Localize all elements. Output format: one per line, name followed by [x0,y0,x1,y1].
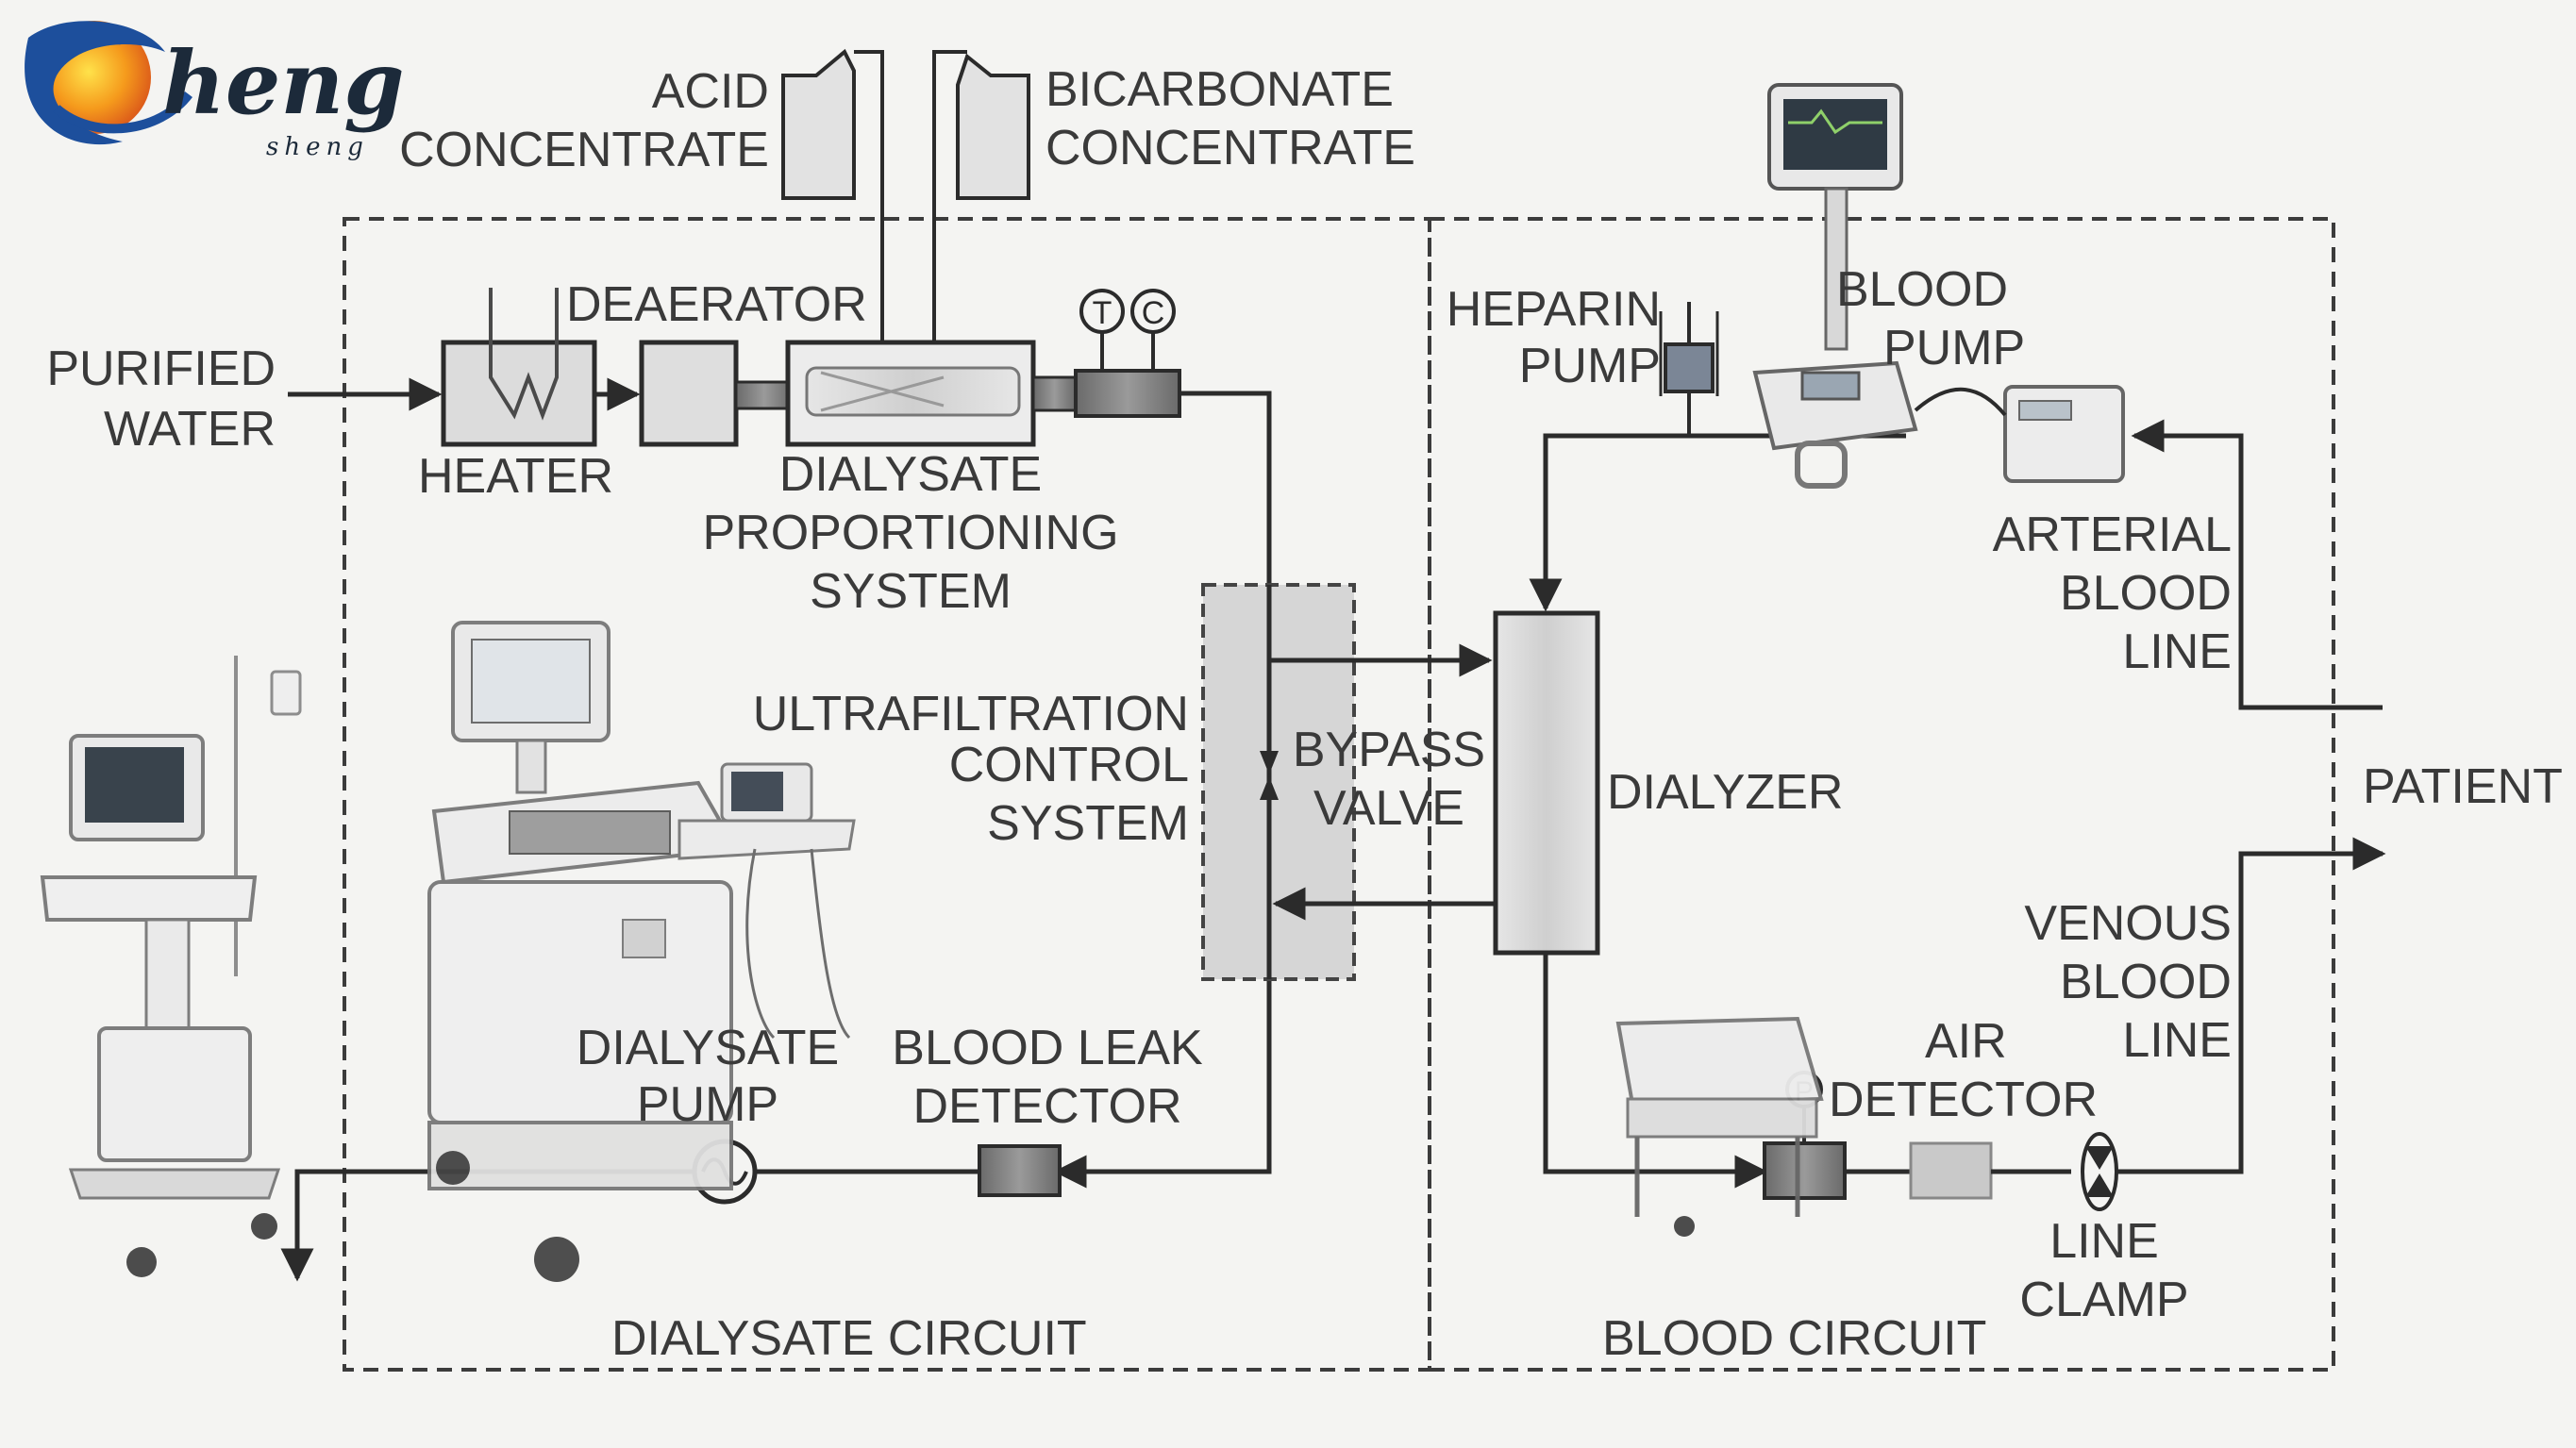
label-blood-pump-line1: BLOOD [1836,262,2009,317]
label-heater: HEATER [418,449,614,504]
label-blood-leak-line2: DETECTOR [912,1079,1182,1134]
blood-leak-detector-unit [978,1144,1062,1197]
label-blood-circuit: BLOOD CIRCUIT [1602,1311,1987,1366]
label-arterial-line1: ARTERIAL [1992,508,2232,562]
label-dialysate-pump-line2: PUMP [636,1077,779,1132]
label-bypass-line1: BYPASS [1292,723,1486,777]
label-line-clamp-line1: LINE [2049,1214,2159,1269]
mobile-cart-illustration [40,656,302,1277]
label-heparin-line2: PUMP [1518,339,1661,393]
label-venous-line1: VENOUS [2024,896,2232,951]
label-air-detector-line1: AIR [1925,1014,2007,1069]
company-logo [25,21,192,145]
proportioning-system-unit [785,340,1078,447]
label-purified-water-line2: WATER [104,402,276,457]
label-ultrafiltration-line3: SYSTEM [987,796,1189,851]
temperature-conductivity-sensor: T C [1074,289,1181,418]
label-heparin-line1: HEPARIN [1446,282,1661,337]
line-clamp-icon [2081,1132,2118,1211]
label-dialysate-pump-line1: DIALYSATE [576,1021,840,1075]
label-bypass-line2: VALVE [1313,781,1464,836]
label-deaerator: DEAERATOR [566,277,867,332]
air-detector-unit [1909,1141,1993,1200]
bicarbonate-concentrate-container [932,50,1030,349]
heater-unit [441,288,597,447]
label-dialysate-circuit: DIALYSATE CIRCUIT [611,1311,1087,1366]
label-acid-line1: ACID [651,64,769,119]
conductivity-gauge-icon [1130,289,1176,334]
label-acid-line2: CONCENTRATE [399,123,769,177]
temp-gauge-letter: T [1093,295,1112,331]
label-bicarbonate-line1: BICARBONATE [1045,62,1394,117]
label-venous-line3: LINE [2122,1013,2232,1068]
logo-wordmark: heng [162,32,405,134]
heating-element-icon [489,288,559,421]
label-ultrafiltration-line2: CONTROL [948,738,1189,792]
blood-circuit-frame [1428,217,2335,1372]
acid-concentrate-container [781,48,884,349]
dialyzer-unit [1493,610,1600,956]
dialysis-machine-illustration [427,621,856,1282]
label-proportioning-line3: SYSTEM [810,564,1012,619]
label-blood-leak-line1: BLOOD LEAK [892,1021,1203,1075]
label-air-detector-line2: DETECTOR [1829,1073,2099,1127]
air-detector-cart-illustration [1615,1016,1824,1237]
label-bicarbonate-line2: CONCENTRATE [1045,121,1415,175]
label-proportioning-line1: DIALYSATE [778,447,1043,502]
dialyzer-to-air-detector-line [1543,953,1763,1174]
label-venous-line2: BLOOD [2059,955,2232,1009]
deaerator-unit [639,340,795,447]
venous-blood-line-path [2116,851,2378,1174]
heparin-pump-unit [1659,302,1719,436]
temperature-gauge-icon [1079,289,1125,334]
label-dialyzer: DIALYZER [1607,765,1844,820]
label-arterial-line2: BLOOD [2059,566,2232,621]
air-trap-chamber [1763,1141,1847,1200]
blood-pump-device [1752,83,2125,489]
label-purified-water-line1: PURIFIED [46,341,276,396]
bypass-valve [1260,751,1279,800]
pump-to-dialyzer-line [1543,433,1906,604]
label-blood-pump-line2: PUMP [1883,321,2026,375]
dialysate-circuit-frame [343,217,1431,1372]
label-patient: PATIENT [2363,759,2563,814]
logo-subtext: sheng [266,133,369,161]
cond-gauge-letter: C [1142,295,1165,331]
label-ultrafiltration-line1: ULTRAFILTRATION [752,687,1189,741]
label-line-clamp-line2: CLAMP [2019,1273,2189,1327]
label-arterial-line3: LINE [2122,624,2232,679]
arterial-blood-line-path [2137,433,2383,710]
label-proportioning-line2: PROPORTIONING [702,506,1119,560]
